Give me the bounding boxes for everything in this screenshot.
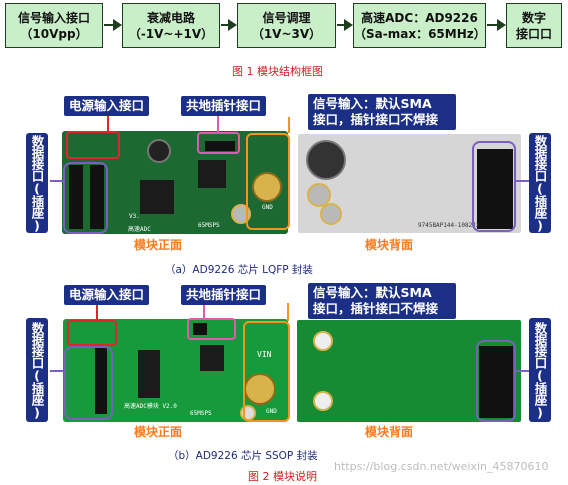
silk-v3: V3.	[129, 213, 140, 220]
silk-adc: 高速ADC模块 V2.0	[124, 403, 177, 410]
silk-msps: 65MSPS	[198, 222, 220, 229]
gnd-ring	[197, 132, 240, 154]
signal-label-line2: 接口，插针接口不焊接	[313, 301, 439, 316]
signal-label-line1: 信号输入：默认SMA	[313, 96, 432, 111]
watermark: https://blog.csdn.net/weixin_45870610	[334, 460, 549, 473]
flow-arrow	[487, 19, 506, 31]
back-title: 模块背面	[365, 238, 414, 252]
flow-box-attenuator: 衰减电路 （-1V~+1V）	[122, 3, 220, 48]
signal-input-label: 信号输入：默认SMA 接口，插针接口不焊接	[308, 283, 456, 319]
pin-header-data	[90, 165, 104, 229]
pin-header-data	[69, 165, 83, 229]
callout-line	[96, 302, 98, 320]
data-ring-back	[472, 141, 516, 232]
adc-chip	[140, 180, 174, 214]
power-input-label: 电源输入接口	[64, 285, 150, 305]
data-ring-back	[476, 340, 516, 422]
silk-back-code: 9745BAP144-1082J3	[418, 222, 480, 229]
data-interface-label-left: 数据接口(插座)	[26, 318, 48, 422]
callout-line	[50, 180, 64, 182]
power-ring	[67, 320, 117, 346]
amp-chip	[200, 345, 224, 371]
mount-hole	[320, 203, 342, 225]
silk-msps: 65MSPS	[190, 410, 212, 417]
flow-box-digital-interface: 数字 接口口	[506, 3, 562, 48]
flow-box-line2: （-1V~+1V）	[128, 26, 214, 41]
flow-box-line1: 信号调理	[262, 10, 311, 25]
callout-line	[217, 110, 219, 132]
power-ring	[66, 131, 120, 159]
signal-ring	[246, 133, 290, 230]
mount-hole	[313, 391, 333, 411]
socket-header	[477, 149, 513, 229]
callout-line	[287, 303, 289, 321]
silk-vin: VIN	[257, 350, 272, 359]
subcaption-a: （a）AD9226 芯片 LQFP 封装	[165, 264, 313, 276]
data-ring-front	[63, 162, 108, 234]
silk-gnd: GND	[266, 408, 277, 415]
data-ring-front	[64, 346, 113, 420]
gnd-ring	[187, 318, 236, 340]
subcaption-b: （b）AD9226 芯片 SSOP 封装	[168, 450, 318, 462]
silk-adc: 高速ADC	[128, 226, 151, 233]
flow-box-line2: 接口口	[515, 26, 552, 41]
adc-chip	[138, 350, 160, 398]
flow-box-line2: （Sa-max：65MHz）	[354, 26, 486, 41]
data-interface-label-right: 数据接口(插座)	[529, 318, 551, 422]
signal-input-label: 信号输入：默认SMA 接口，插针接口不焊接	[308, 94, 456, 130]
callout-line	[50, 370, 64, 372]
sma-connector	[252, 172, 282, 202]
flow-box-line2: （1V~3V）	[251, 26, 322, 41]
callout-line	[516, 370, 530, 372]
pin-header-data	[95, 348, 107, 414]
flow-arrow	[337, 19, 353, 31]
signal-label-line1: 信号输入：默认SMA	[313, 285, 432, 300]
flow-box-adc: 高速ADC：AD9226 （Sa-max：65MHz）	[353, 3, 486, 48]
figure1-caption: 图 1 模块结构框图	[232, 65, 323, 78]
amp-chip	[198, 160, 226, 188]
callout-line	[288, 117, 290, 133]
signal-label-line2: 接口，插针接口不焊接	[313, 112, 439, 127]
gnd-header-label: 共地插针接口	[181, 285, 267, 305]
flow-box-signal-input: 信号输入接口 （10Vpp）	[5, 3, 103, 48]
flow-box-line1: 数字	[521, 10, 546, 25]
back-component	[306, 140, 346, 180]
figure2-caption: 图 2 模块说明	[248, 470, 317, 483]
callout-line	[203, 302, 205, 318]
capacitor	[147, 139, 171, 163]
flow-arrow	[221, 19, 237, 31]
flow-box-conditioning: 信号调理 （1V~3V）	[237, 3, 336, 48]
callout-line	[516, 180, 530, 182]
flow-box-line1: 信号输入接口	[17, 10, 90, 25]
flow-box-line1: 衰减电路	[146, 10, 195, 25]
silk-gnd: GND	[262, 204, 273, 211]
signal-ring	[243, 321, 290, 422]
data-interface-label-right: 数据接口(插座)	[529, 133, 551, 233]
data-interface-label-left: 数据接口(插座)	[26, 133, 48, 233]
gnd-header	[205, 141, 235, 151]
front-title: 模块正面	[134, 425, 183, 439]
power-input-label: 电源输入接口	[64, 96, 150, 116]
callout-line	[107, 110, 109, 131]
front-title: 模块正面	[134, 238, 183, 252]
gnd-header-label: 共地插针接口	[181, 96, 267, 116]
mount-hole	[313, 331, 333, 351]
flow-box-line2: （10Vpp）	[20, 26, 88, 41]
sma-connector	[244, 373, 276, 405]
socket-header	[479, 346, 513, 418]
back-title: 模块背面	[365, 425, 414, 439]
flow-box-line1: 高速ADC：AD9226	[361, 10, 478, 25]
flow-arrow	[104, 19, 122, 31]
gnd-header	[193, 323, 207, 335]
